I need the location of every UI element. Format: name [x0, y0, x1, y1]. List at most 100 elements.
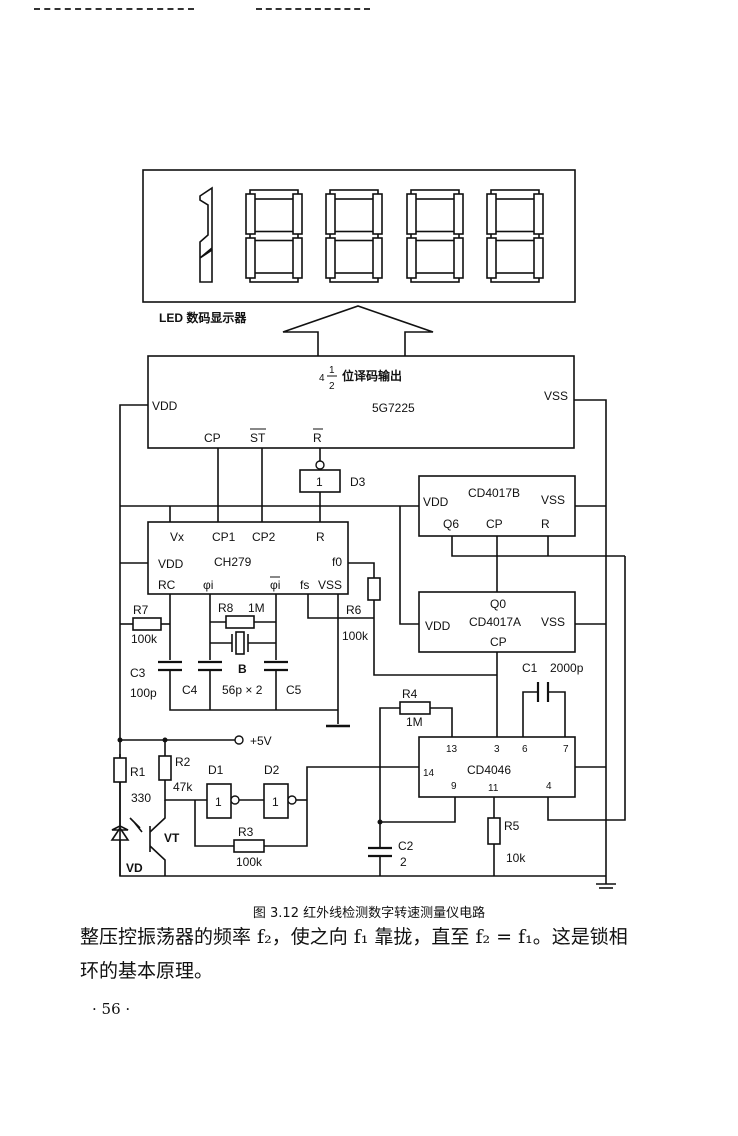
cd4046-pin6: 6 — [522, 744, 528, 755]
cd4017a-vdd: VDD — [425, 619, 451, 633]
digit-1-segment — [249, 189, 299, 200]
digit-4-segment — [533, 237, 544, 279]
r7-value: 100k — [131, 632, 158, 646]
seven-segment-digits — [245, 189, 544, 283]
cd4046-box — [418, 736, 576, 798]
ch279-fs: fs — [300, 578, 309, 592]
cd4017b-r: R — [541, 517, 550, 531]
figure-caption: 图 3.12 红外线检测数字转速测量仪电路 — [252, 906, 486, 921]
output-arrow — [282, 305, 434, 359]
c3-value: 100p — [130, 686, 157, 700]
digit-2-segment — [329, 230, 379, 242]
cd4017a-q0: Q0 — [490, 597, 506, 611]
crystal-label: B — [238, 662, 247, 676]
decoder-cp: CP — [204, 431, 221, 445]
digit-2-segment — [325, 193, 336, 235]
digit-1-segment — [249, 272, 299, 283]
digit-1-segment — [292, 237, 303, 279]
cd4017b-chip-name: CD4017B — [468, 486, 520, 500]
r4-label: R4 — [402, 687, 418, 701]
r1-label: R1 — [130, 765, 146, 779]
body-text-line-2: 环的基本原理。 — [80, 960, 214, 982]
decoder-vdd: VDD — [152, 399, 178, 413]
digit-3-segment — [406, 237, 417, 279]
digit-3-segment — [453, 237, 464, 279]
digit-3-segment — [410, 189, 460, 200]
r1-value: 330 — [131, 791, 151, 805]
digit-4-segment — [490, 189, 540, 200]
header-rule — [34, 8, 194, 10]
led-display: LED 数码显示器 — [142, 169, 576, 359]
ch279-f0: f0 — [332, 555, 342, 569]
ch279-cp1: CP1 — [212, 530, 236, 544]
c1-label: C1 — [522, 661, 538, 675]
r7-label: R7 — [133, 603, 149, 617]
digit-3-segment — [453, 193, 464, 235]
cd4017a-vss: VSS — [541, 615, 565, 629]
d3-gate-mark: 1 — [316, 475, 323, 489]
decoder-r: R — [313, 431, 322, 445]
r8-value: 1M — [248, 601, 265, 615]
fraction-integer: 4 — [319, 373, 325, 384]
half-digit — [199, 186, 213, 283]
r6-value: 100k — [342, 629, 369, 643]
cd4046-pin7: 7 — [563, 744, 569, 755]
body-text-line-1: 整压控振荡器的频率 f₂，使之向 f₁ 靠拢，直至 f₂ = f₁。这是锁相 — [80, 926, 628, 948]
r2-value: 47k — [173, 780, 193, 794]
r4-value: 1M — [406, 715, 423, 729]
d1-gate-mark: 1 — [215, 795, 222, 809]
ch279-box — [147, 521, 349, 595]
cd4017b-vss: VSS — [541, 493, 565, 507]
digit-4-segment — [486, 237, 497, 279]
ch279-vdd: VDD — [158, 557, 184, 571]
ch279-chip-name: CH279 — [214, 555, 252, 569]
digit-4-segment — [533, 193, 544, 235]
c45-value: 56p × 2 — [222, 683, 263, 697]
cd4017a-cp: CP — [490, 635, 507, 649]
wiring — [110, 399, 626, 889]
digit-2-segment — [372, 237, 383, 279]
cd4017a-chip: Q0 VDD CD4017A VSS CP — [418, 591, 576, 653]
c3-label: C3 — [130, 666, 146, 680]
vd-label: VD — [126, 861, 143, 875]
ch279-vss: VSS — [318, 578, 342, 592]
cd4046-pin3: 3 — [494, 744, 500, 755]
digit-2-segment — [329, 272, 379, 283]
r5-value: 10k — [506, 851, 526, 865]
cd4017b-cp: CP — [486, 517, 503, 531]
fraction-numerator: 1 — [329, 365, 335, 376]
decoder-chip-name: 5G7225 — [372, 401, 415, 415]
fraction-denominator: 2 — [329, 381, 335, 392]
ch279-vx: Vx — [170, 530, 184, 544]
decoder-output-label: 位译码输出 — [342, 368, 402, 383]
cd4046-chip: 13 3 6 7 14 CD4046 9 11 4 — [418, 736, 576, 798]
cd4017b-box — [418, 475, 576, 537]
digit-1-segment — [292, 193, 303, 235]
r3-value: 100k — [236, 855, 263, 869]
ch279-phi: φi — [203, 578, 213, 592]
ch279-chip: Vx CP1 CP2 R VDD CH279 f0 RC φi φi fs VS… — [147, 521, 349, 595]
decoder-chip: 4 1 2 位译码输出 5G7225 VDD VSS CP ST R — [147, 355, 575, 449]
cd4046-pin13: 13 — [446, 744, 458, 755]
ch279-rc: RC — [158, 578, 176, 592]
c2-label: C2 — [398, 839, 414, 853]
vt-label: VT — [164, 831, 180, 845]
d3-label: D3 — [350, 475, 366, 489]
r3-label: R3 — [238, 825, 254, 839]
cd4046-chip-name: CD4046 — [467, 763, 511, 777]
r5-label: R5 — [504, 819, 520, 833]
d2-label: D2 — [264, 763, 280, 777]
digit-4-segment — [486, 193, 497, 235]
d1-label: D1 — [208, 763, 224, 777]
c2-value: 2 — [400, 855, 407, 869]
page-number: · 56 · — [92, 1000, 131, 1018]
digit-1-segment — [249, 230, 299, 242]
cd4017b-chip: VDD CD4017B VSS Q6 CP R — [418, 475, 576, 537]
digit-2-segment — [325, 237, 336, 279]
d2-gate-mark: 1 — [272, 795, 279, 809]
header-rule — [256, 8, 370, 10]
decoder-st: ST — [250, 431, 266, 445]
decoder-box — [147, 355, 575, 449]
